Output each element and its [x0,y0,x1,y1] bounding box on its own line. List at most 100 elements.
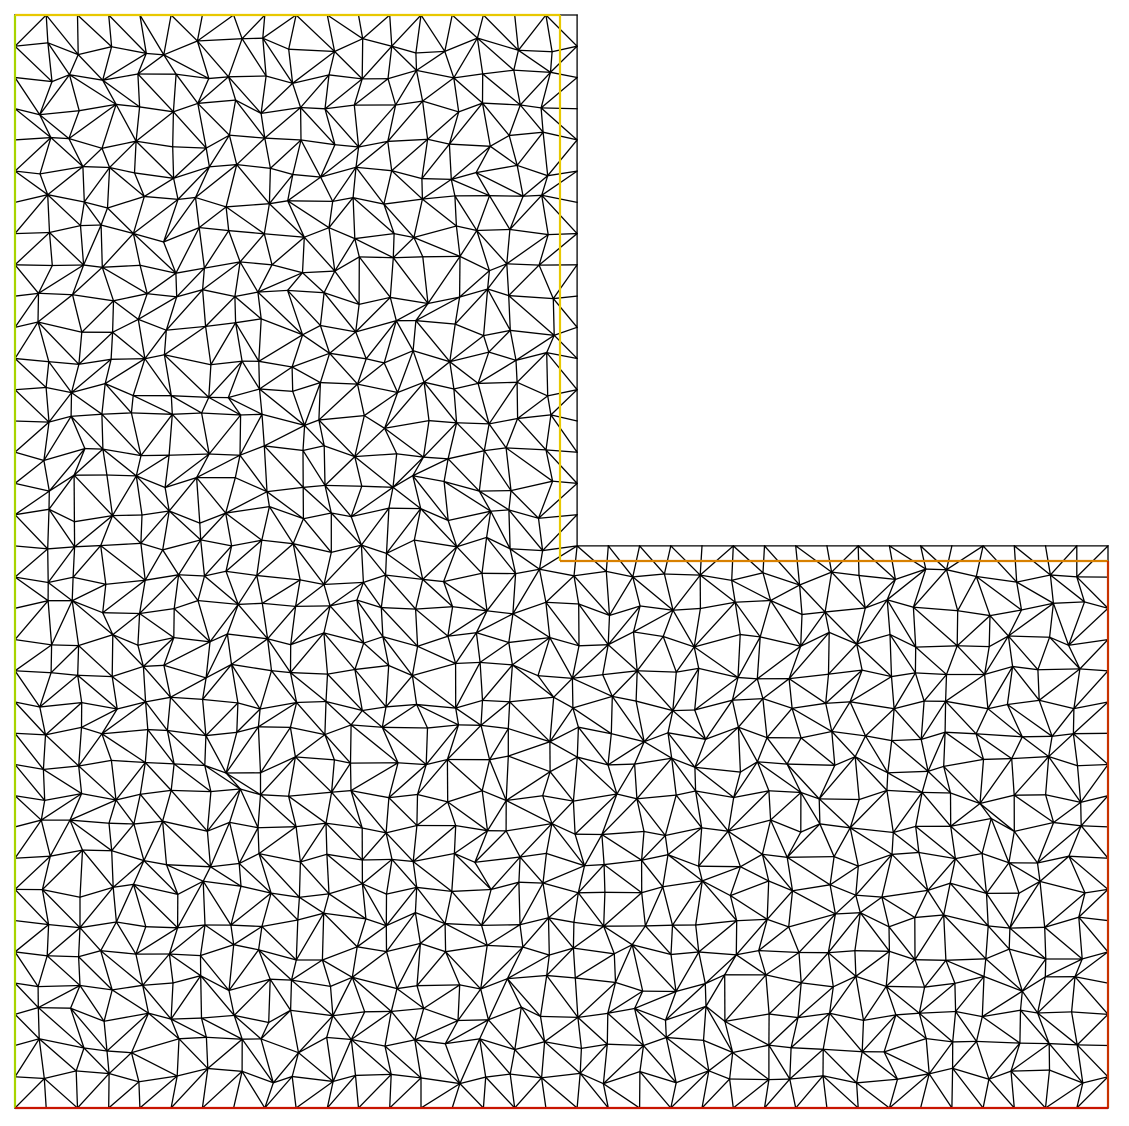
mesh-edge [46,926,81,957]
mesh-edge [416,758,449,796]
mesh-edge [1043,891,1086,929]
mesh-edge [700,827,729,832]
mesh-edge [826,545,833,573]
mesh-edge [270,669,298,704]
mesh-edge [108,1072,140,1083]
mesh-edge [325,791,333,824]
mesh-edge [261,539,294,545]
mesh-edge [383,349,414,364]
mesh-edge [1043,916,1080,929]
mesh-edge [70,415,86,450]
mesh-edge [294,755,333,794]
mesh-edge [79,886,115,899]
mesh-edge [601,793,618,836]
mesh-edge [419,942,447,953]
mesh-edge [416,984,461,987]
mesh-edge [135,106,141,142]
mesh-edge [861,1019,865,1053]
mesh-edge [989,614,1010,637]
mesh-edge [983,975,1024,993]
mesh-edge [143,195,179,201]
mesh-edge [415,69,424,102]
mesh-edge [636,669,674,712]
mesh-edge [1048,1042,1084,1084]
mesh-edge [205,734,227,774]
mesh-edge [756,677,764,700]
mesh-edge [449,351,490,363]
mesh-edge [488,422,508,449]
mesh-edge [830,700,851,733]
mesh-edge [670,953,677,993]
mesh-edge [146,728,176,765]
mesh-edge [396,942,422,990]
mesh-edge [224,512,263,542]
mesh-edge [71,599,114,636]
mesh-edge [163,329,167,356]
mesh-edge [519,852,548,858]
mesh-edge [361,858,393,861]
mesh-edge [705,973,726,1008]
mesh-edge [1044,755,1050,796]
mesh-edge [133,172,146,198]
mesh-edge [855,865,860,896]
mesh-edge [356,924,388,948]
mesh-edge [818,798,860,801]
mesh-edge [983,635,1010,676]
mesh-edge [299,73,330,109]
mesh-edge [294,579,301,608]
mesh-edge [786,763,821,800]
mesh-edge [693,726,740,769]
mesh-edge [1010,1042,1051,1073]
mesh-edge [486,269,491,290]
mesh-edge [14,888,50,926]
mesh-edge [200,1017,244,1041]
mesh-edge [508,696,555,703]
mesh-edge [576,1016,609,1046]
mesh-edge [512,601,547,615]
mesh-edge [396,349,414,394]
mesh-edge [789,1047,792,1080]
mesh-edge [861,1013,897,1053]
mesh-edge [828,986,835,1015]
mesh-edge [37,264,85,295]
mesh-edge [670,1081,677,1109]
mesh-edge [257,271,304,293]
mesh-edge [756,645,802,680]
mesh-edge [415,703,457,709]
mesh-edge [173,574,180,610]
mesh-edge [136,53,165,75]
mesh-edge [290,979,332,988]
mesh-edge [350,1010,393,1041]
mesh-edge [71,583,107,602]
mesh-edge [1078,916,1109,922]
mesh-edge [69,1007,105,1023]
mesh-edge [48,224,82,234]
mesh-edge [353,77,389,107]
mesh-edge [83,1047,111,1075]
mesh-edge [849,789,888,829]
mesh-edge [356,357,368,385]
mesh-edge [454,296,461,325]
mesh-edge [458,1082,485,1109]
mesh-edge [1011,757,1015,796]
mesh-edge [1067,644,1081,670]
mesh-edge [511,636,551,666]
mesh-edge [331,196,354,203]
mesh-edge [798,951,802,984]
mesh-edge [195,476,201,524]
mesh-edge [361,831,388,861]
mesh-edge [912,568,948,609]
mesh-edge [330,759,336,793]
mesh-edge [199,924,206,957]
mesh-edge [104,382,135,397]
mesh-edge [1021,735,1050,758]
mesh-edge [412,319,417,352]
mesh-edge [981,852,1010,864]
mesh-edge [301,271,326,294]
mesh-edge [549,696,555,743]
mesh-edge [949,857,957,884]
mesh-edge [979,757,1013,805]
mesh-edge [508,613,514,644]
mesh-edge [200,412,242,416]
mesh-edge [893,700,925,710]
